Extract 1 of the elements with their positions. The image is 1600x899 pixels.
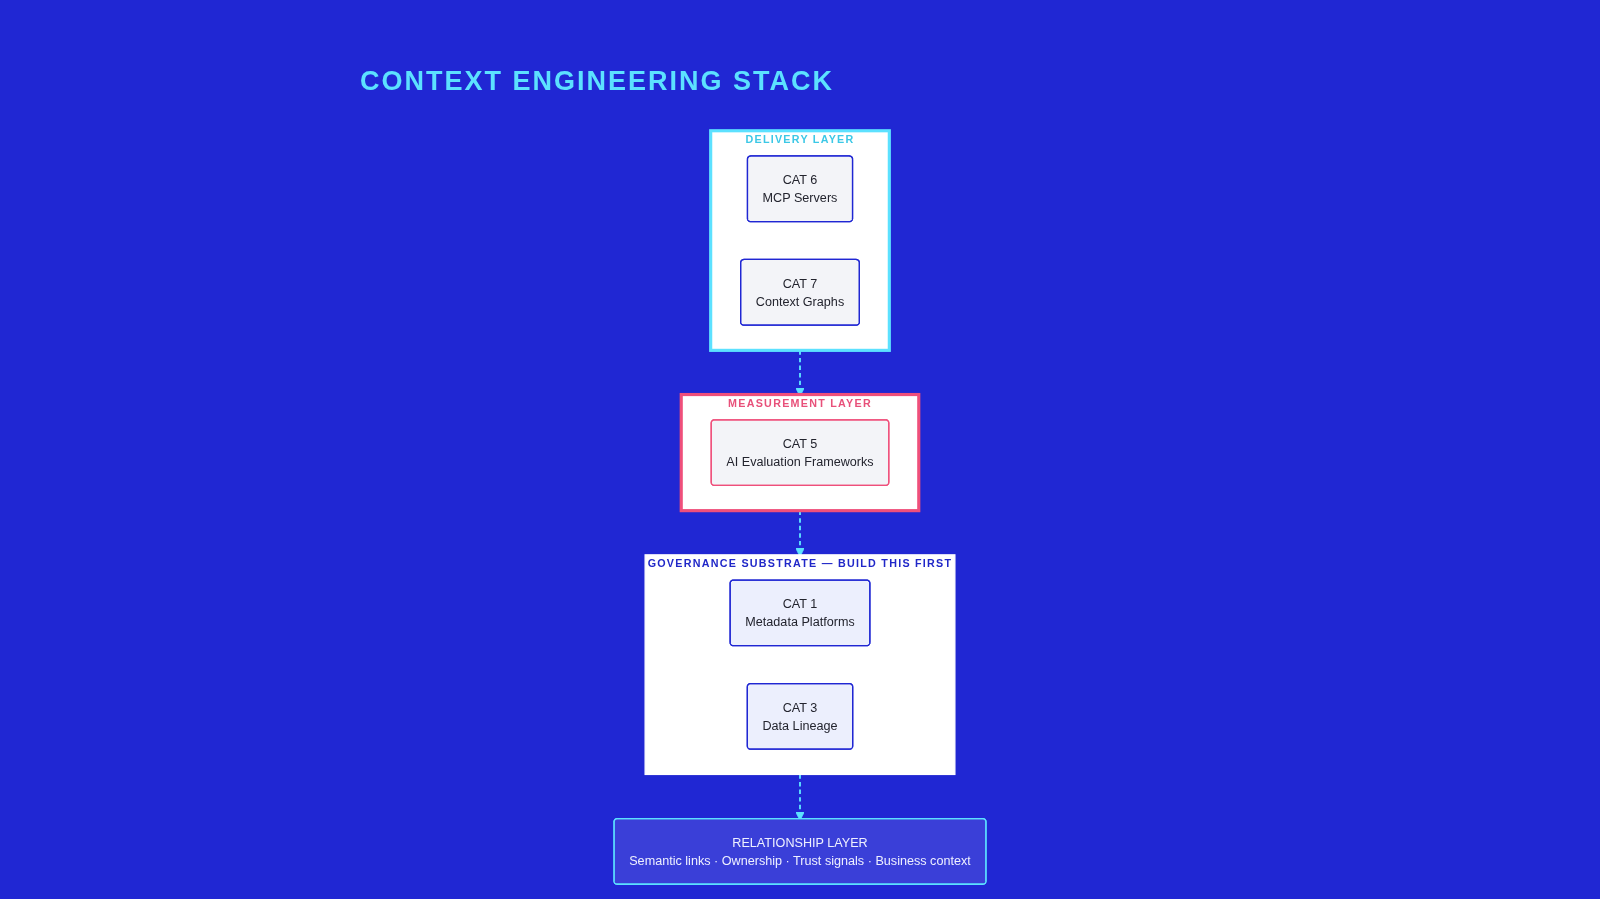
diagram-title: CONTEXT ENGINEERING STACK bbox=[360, 66, 835, 97]
